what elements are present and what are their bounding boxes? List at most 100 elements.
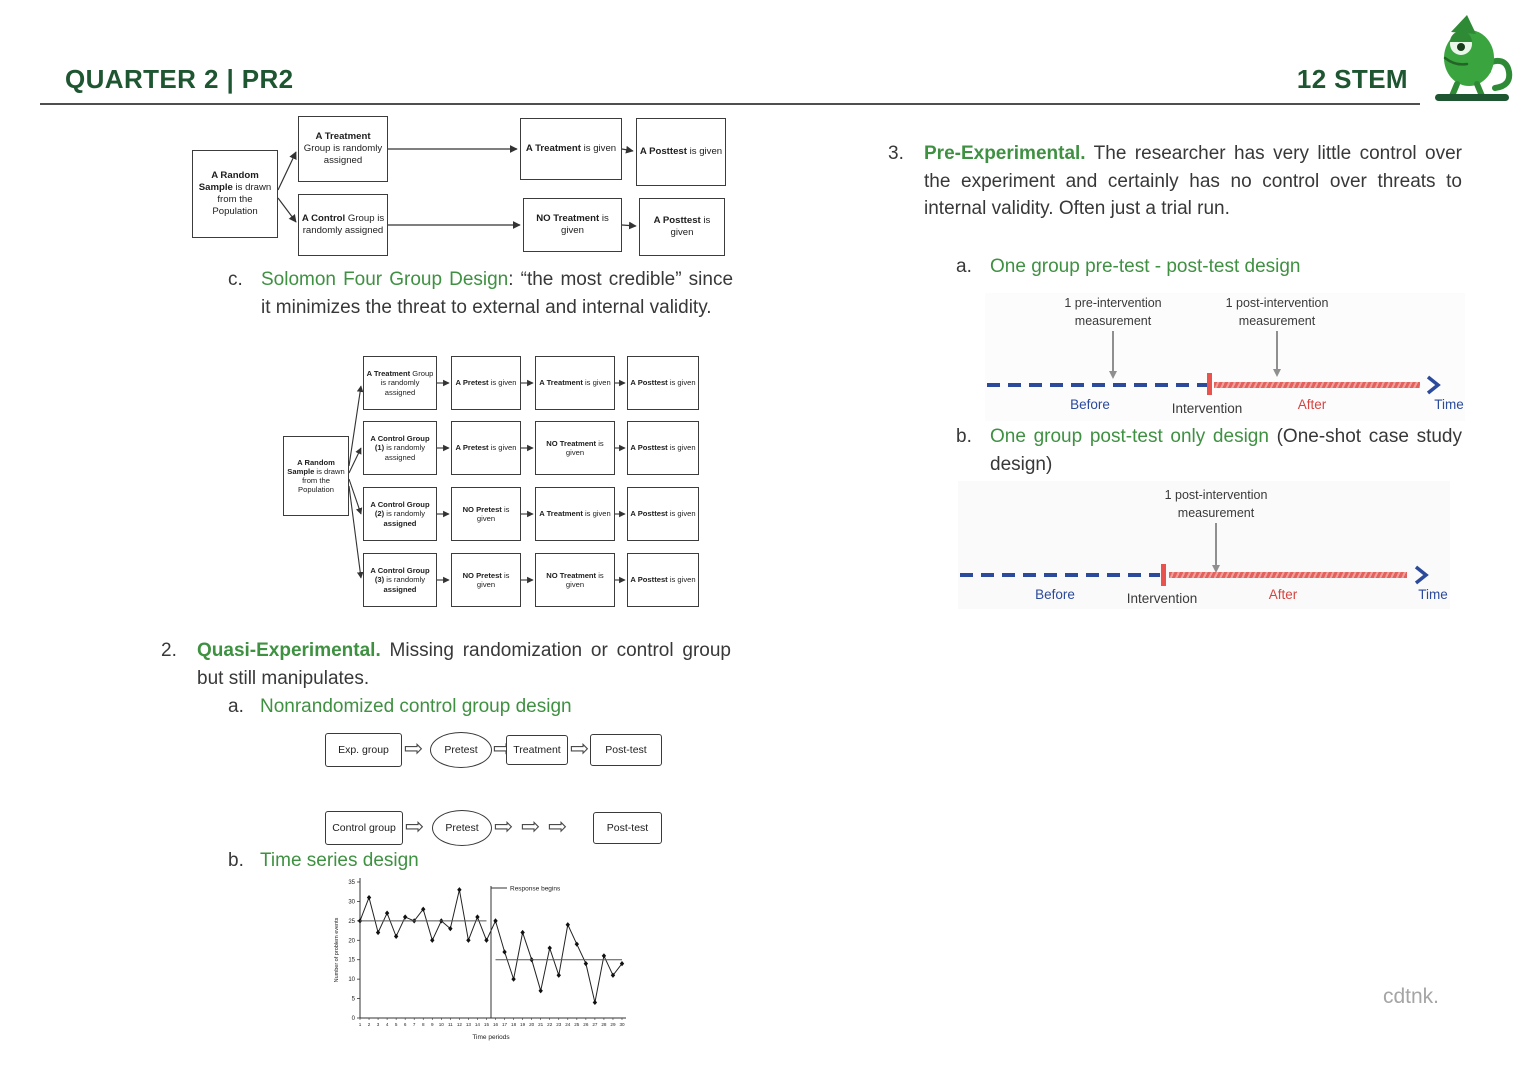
time-label: Time <box>1418 587 1448 602</box>
svg-text:15: 15 <box>348 958 355 964</box>
header-divider <box>40 103 1420 105</box>
list-marker: b. <box>228 850 244 871</box>
list-marker: a. <box>228 696 244 717</box>
flow-box-pretest: NO Pretest is given <box>451 553 521 607</box>
list-item-c: c. Solomon Four Group Design: “the most … <box>228 266 733 321</box>
after-label: After <box>1268 587 1298 602</box>
block-arrow-icon: ⇨ <box>521 814 541 840</box>
svg-text:13: 13 <box>466 1022 472 1027</box>
flow-box-no-treatment: NO Treatment is given <box>523 198 622 252</box>
flow-box-treatment: NO Treatment is given <box>535 421 615 475</box>
before-label: Before <box>1035 587 1075 602</box>
flow-box-group: A Treatment Group is randomly assigned <box>363 356 437 410</box>
intervention-tick <box>1207 373 1212 395</box>
list-item-3a: a. One group pre-test - post-test design <box>956 256 1462 278</box>
svg-text:21: 21 <box>538 1022 544 1027</box>
svg-text:12: 12 <box>457 1022 463 1027</box>
flow-box-posttest: Post-test <box>593 812 662 844</box>
svg-text:Response begins: Response begins <box>510 886 561 893</box>
flow-box-treatment-given: A Treatment is given <box>520 118 622 180</box>
flow-box-control-group: A Control Group is randomly assigned <box>298 194 388 256</box>
flow-box-posttest: A Posttest is given <box>627 421 699 475</box>
svg-text:15: 15 <box>484 1022 490 1027</box>
nonrandomized-design-diagram: Exp. group ⇨ Pretest ⇨ Treatment ⇨ Post-… <box>325 729 665 849</box>
flow-box-random-sample: A Random Sample is drawn from the Popula… <box>192 150 278 238</box>
flow-box-posttest: A Posttest is given <box>636 118 726 186</box>
before-segment-line <box>987 383 1207 387</box>
flow-box-group: A Control Group (1) is randomly assigned <box>363 421 437 475</box>
time-label: Time <box>1434 397 1464 412</box>
svg-text:7: 7 <box>413 1022 416 1027</box>
svg-text:Time periods: Time periods <box>472 1034 510 1041</box>
svg-text:30: 30 <box>348 899 355 905</box>
svg-text:24: 24 <box>565 1022 571 1027</box>
svg-text:16: 16 <box>493 1022 499 1027</box>
before-segment-line <box>960 573 1160 577</box>
timeline-pre-post-design: 1 pre-intervention measurement 1 post-in… <box>985 293 1465 421</box>
flow-box-posttest: Post-test <box>590 734 662 766</box>
solomon-four-group-diagram: A Random Sample is drawn from the Popula… <box>275 348 703 610</box>
svg-text:14: 14 <box>475 1022 481 1027</box>
list-item-3b: b. One group post-test only design (One-… <box>956 423 1462 478</box>
watermark: cdtnk. <box>1382 985 1439 1008</box>
item-3-text: Pre-Experimental. The researcher has ver… <box>924 143 1462 220</box>
before-label: Before <box>1070 397 1110 412</box>
item-2-text: Quasi-Experimental. Missing randomizatio… <box>197 640 731 689</box>
flow-box-pretest: NO Pretest is given <box>451 487 521 541</box>
connector-arrows <box>277 145 637 230</box>
item-3b-text: One group post-test only design (One-sho… <box>990 426 1462 475</box>
item-2b-text: Time series design <box>260 850 419 871</box>
flow-box-pretest: A Pretest is given <box>451 421 521 475</box>
svg-text:10: 10 <box>348 977 355 983</box>
block-arrow-icon: ⇨ <box>548 814 568 840</box>
svg-text:6: 6 <box>404 1022 407 1027</box>
svg-text:23: 23 <box>556 1022 562 1027</box>
post-measurement-label: 1 post-intervention measurement <box>1225 296 1329 328</box>
after-label: After <box>1297 397 1327 412</box>
svg-text:28: 28 <box>601 1022 607 1027</box>
flow-box-posttest: A Posttest is given <box>627 356 699 410</box>
flow-box-treatment: A Treatment is given <box>535 356 615 410</box>
item-2a-text: Nonrandomized control group design <box>260 696 572 717</box>
time-arrow-icon <box>1414 565 1429 585</box>
chameleon-mascot-icon <box>1435 15 1513 101</box>
intervention-label: Intervention <box>1171 401 1243 416</box>
block-arrow-icon: ⇨ <box>405 814 425 840</box>
flow-box-group: A Control Group (3) is randomly assigned <box>363 553 437 607</box>
after-segment-line <box>1169 572 1407 578</box>
down-arrow-icon <box>1109 371 1117 379</box>
post-measurement-label: 1 post-intervention measurement <box>1164 488 1268 520</box>
flow-box-treatment: NO Treatment is given <box>535 553 615 607</box>
svg-text:3: 3 <box>377 1022 380 1027</box>
list-item-2b: b. Time series design <box>228 850 733 872</box>
pre-measurement-label: 1 pre-intervention measurement <box>1064 296 1162 328</box>
svg-text:8: 8 <box>422 1022 425 1027</box>
intervention-tick <box>1161 564 1166 586</box>
svg-text:27: 27 <box>592 1022 598 1027</box>
svg-text:29: 29 <box>610 1022 616 1027</box>
flow-ellipse-pretest: Pretest <box>432 810 492 846</box>
two-group-design-diagram: A Random Sample is drawn from the Popula… <box>190 112 730 264</box>
grade-section-label: 12 STEM <box>1296 64 1408 94</box>
page-title: QUARTER 2 | PR2 <box>65 64 294 94</box>
list-marker: 2. <box>161 640 177 661</box>
svg-text:5: 5 <box>352 997 356 1003</box>
list-item-2a: a. Nonrandomized control group design <box>228 696 733 718</box>
svg-text:35: 35 <box>348 880 355 886</box>
svg-text:5: 5 <box>395 1022 398 1027</box>
svg-text:20: 20 <box>529 1022 535 1027</box>
flow-box-treatment: A Treatment is given <box>535 487 615 541</box>
svg-text:1: 1 <box>359 1022 362 1027</box>
down-arrow-icon <box>1276 331 1278 369</box>
flow-box-treatment-group: A Treatment Group is randomly assigned <box>298 116 388 182</box>
flow-box-random-sample: A Random Sample is drawn from the Popula… <box>283 436 349 516</box>
block-arrow-icon: ⇨ <box>494 814 514 840</box>
flow-box-pretest: A Pretest is given <box>451 356 521 410</box>
time-arrow-icon <box>1426 375 1441 395</box>
flow-box-posttest: A Posttest is given <box>627 487 699 541</box>
down-arrow-icon <box>1273 369 1281 377</box>
flow-box-group: A Control Group (2) is randomly assigned <box>363 487 437 541</box>
item-3a-text: One group pre-test - post-test design <box>990 256 1301 277</box>
